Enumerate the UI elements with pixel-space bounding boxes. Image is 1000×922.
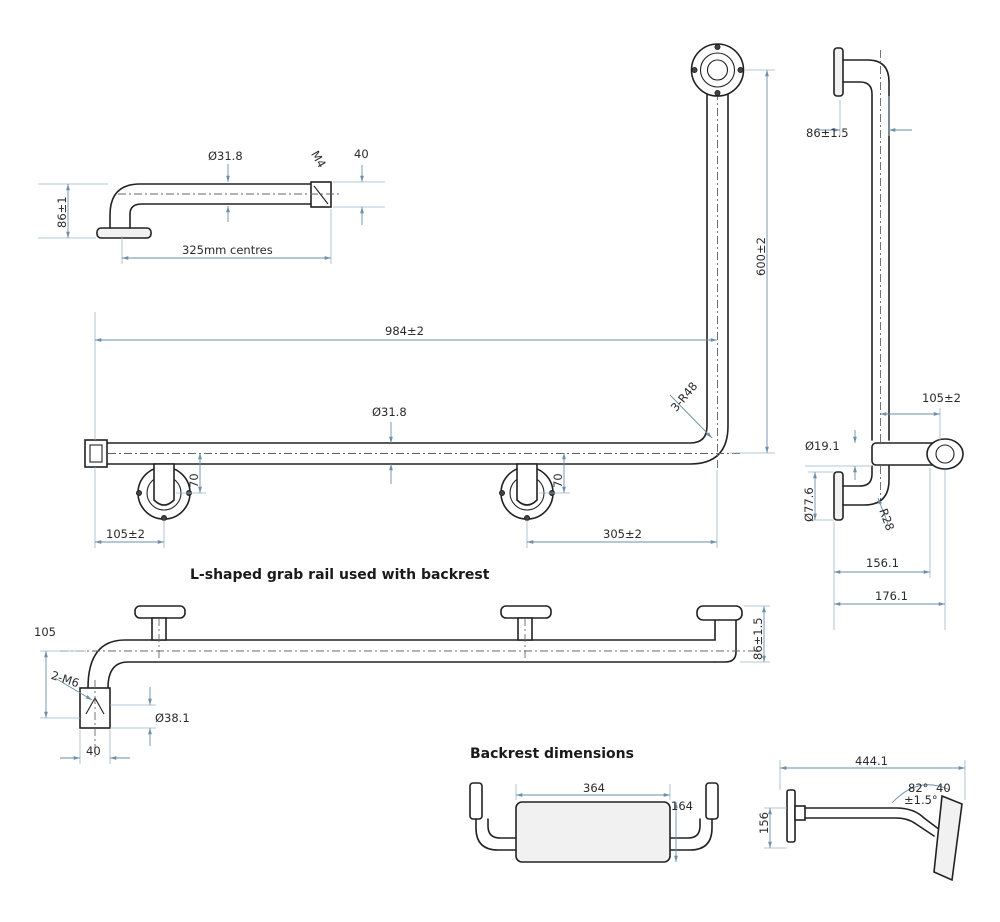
back-tol-label: ±1.5° — [904, 793, 938, 807]
right-dia77-label: Ø77.6 — [802, 487, 816, 522]
side-dia-label: Ø31.8 — [208, 149, 243, 163]
bottom-105-label: 105 — [34, 625, 56, 639]
top-view-bracket-middle — [500, 605, 552, 662]
right-end-ring — [926, 438, 964, 470]
main-105-label: 105±2 — [106, 527, 145, 541]
back-364-label: 364 — [583, 781, 605, 795]
backrest-side-pad — [933, 794, 963, 882]
right-r28-label: R28 — [876, 507, 897, 533]
right-105-label: 105±2 — [922, 391, 961, 405]
backrest-front-dims: 364 164 — [515, 781, 693, 862]
back-164-label: 164 — [671, 799, 693, 813]
side-86-label: 86±1 — [55, 196, 69, 228]
side-40-label: 40 — [354, 147, 369, 161]
bottom-40-label: 40 — [86, 744, 101, 758]
heading-l-rail: L-shaped grab rail used with backrest — [190, 567, 490, 583]
right-bottom-flange — [833, 471, 844, 521]
right-176-label: 176.1 — [875, 589, 908, 603]
top-view-end-flange — [696, 605, 743, 621]
back-444-label: 444.1 — [855, 754, 888, 768]
right-top-flange — [833, 47, 844, 97]
right-end-view-dims: 86±1.5 105±2 Ø19.1 Ø77.6 R28 156.1 176.1 — [802, 96, 961, 630]
left-support-bracket — [136, 463, 192, 521]
main-l-rail-dims: 984±2 3-R48 Ø31.8 70 70 105±2 305±2 600±… — [94, 69, 775, 548]
middle-support-bracket — [499, 463, 555, 521]
bottom-thread-label: 2-M6 — [49, 668, 81, 690]
side-view-dims: Ø31.8 M4 40 86±1 325mm centres — [38, 147, 385, 264]
top-view-rail — [60, 605, 760, 760]
top-wall-flange — [690, 43, 745, 97]
main-70b-label: 70 — [551, 473, 565, 488]
right-end-view — [833, 47, 964, 521]
right-dia19-label: Ø19.1 — [805, 439, 840, 453]
side-view-rail — [96, 181, 340, 239]
main-dia-label: Ø31.8 — [372, 405, 407, 419]
backrest-side-dims: 444.1 156 82° ±1.5° 40 — [757, 754, 966, 849]
backrest-side-view — [786, 789, 963, 882]
main-600-label: 600±2 — [754, 237, 768, 276]
back-156-label: 156 — [757, 812, 771, 834]
bottom-dia-label: Ø38.1 — [155, 711, 190, 725]
side-thread-label: M4 — [308, 148, 329, 170]
right-86-label: 86±1.5 — [806, 126, 849, 140]
back-40-label: 40 — [936, 781, 951, 795]
bottom-86-label: 86±1.5 — [751, 617, 765, 660]
top-view-bracket-left — [134, 605, 186, 662]
backrest-front-view — [469, 782, 719, 863]
top-view-rail-dims: 105 2-M6 Ø38.1 40 86±1.5 — [34, 605, 770, 764]
side-centres-label: 325mm centres — [182, 243, 273, 257]
backrest-pad — [515, 801, 671, 863]
back-angle-label: 82° — [908, 781, 928, 795]
main-l-rail — [84, 43, 745, 521]
main-984-label: 984±2 — [385, 324, 424, 338]
main-305-label: 305±2 — [603, 527, 642, 541]
right-156-label: 156.1 — [866, 556, 899, 570]
main-70a-label: 70 — [187, 473, 201, 488]
rail-end-cap — [84, 439, 108, 468]
side-view-flange — [96, 227, 152, 239]
heading-backrest: Backrest dimensions — [470, 746, 634, 762]
